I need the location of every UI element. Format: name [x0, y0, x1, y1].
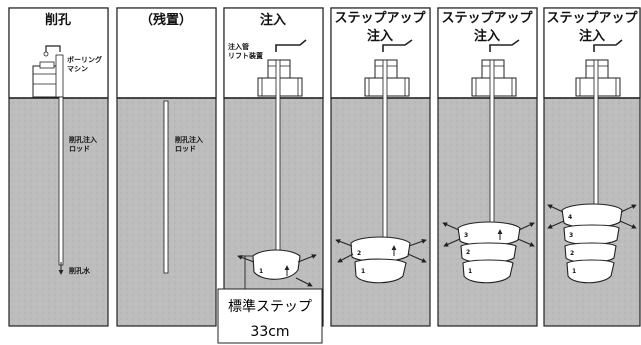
panel-title: 注入 [367, 28, 393, 44]
grout-bulb [457, 221, 521, 284]
stage-number: 1 [468, 268, 472, 275]
stage-number: 3 [464, 232, 468, 239]
spread-arrows [442, 222, 535, 247]
drill-water-label: 削孔水 [69, 266, 91, 275]
drill-rod-label: ロッド [175, 145, 196, 153]
drill-rod-label: ロッド [69, 145, 90, 153]
grout-bulb [350, 236, 411, 284]
stage-number: 1 [361, 268, 365, 275]
panel-title: 注入 [474, 28, 500, 44]
injection-rod [382, 59, 388, 257]
boring-machine-label: マシン [67, 65, 88, 73]
stage-number: 2 [570, 250, 574, 257]
lift-device-label: 注入管 [228, 42, 249, 51]
boring-machine-icon [32, 45, 64, 98]
spread-arrows [547, 204, 637, 229]
panel-title: ステップアップ [441, 11, 533, 26]
injection-rod [275, 59, 281, 261]
stage-number: 3 [569, 232, 573, 239]
callout-line: 標準ステップ [228, 299, 312, 315]
stage-number: 1 [572, 268, 576, 275]
lift-device-label: リフト装置 [228, 51, 263, 60]
drill-rod [163, 100, 169, 274]
injection-rod [593, 59, 599, 221]
spread-arrows [237, 254, 317, 287]
stage-number: 4 [568, 214, 572, 221]
stage-number: 1 [259, 268, 263, 275]
stage-number: 2 [466, 249, 470, 256]
injection-rod [489, 59, 495, 239]
boring-machine-label: ボーリング [67, 55, 102, 64]
panel-title: 注入 [579, 28, 605, 44]
grout-bulb [561, 203, 623, 284]
panel-title: ステップアップ [546, 11, 638, 26]
standard-step-callout [217, 288, 323, 344]
drill-rod-label: 削孔注入 [175, 135, 203, 144]
panel-title: 削孔 [45, 12, 71, 28]
drill-rod-label: 削孔注入 [69, 135, 97, 144]
panel-title: 注入 [260, 12, 286, 28]
spread-arrows [335, 239, 427, 263]
stage-number: 2 [357, 250, 361, 257]
panel-title: （残置） [140, 12, 192, 28]
callout-line: 33cm [250, 324, 289, 340]
grout-bulb [252, 249, 301, 280]
drill-rod [58, 96, 64, 266]
panel-title: ステップアップ [334, 11, 426, 26]
